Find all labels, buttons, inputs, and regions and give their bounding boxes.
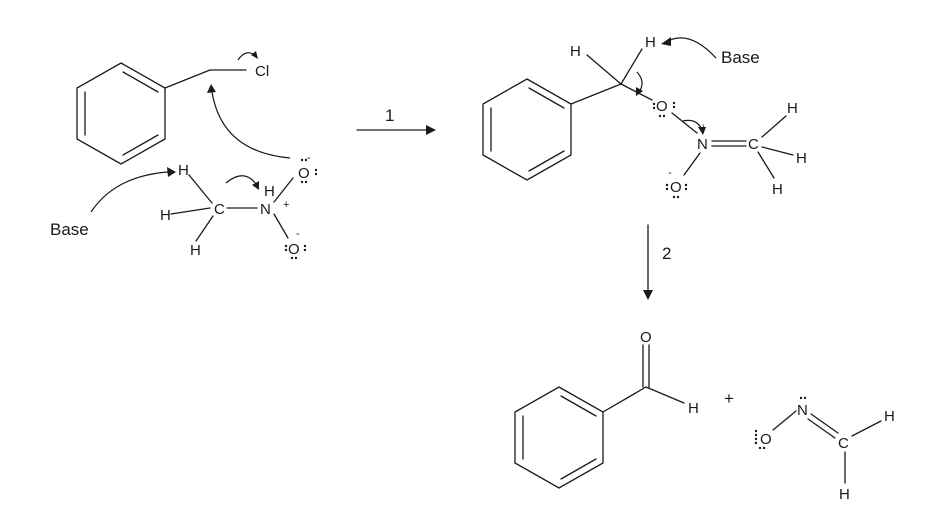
ring-double-bond xyxy=(528,150,565,172)
benzene-ring xyxy=(514,386,604,489)
atom-n: N xyxy=(797,402,808,419)
atom-o: O xyxy=(288,241,300,258)
lone-pairs xyxy=(754,396,807,450)
lone-pairs xyxy=(284,158,318,260)
curved-arrow xyxy=(667,37,717,59)
bond xyxy=(164,69,211,89)
atom-h: H xyxy=(688,400,699,417)
benzene-ring xyxy=(482,78,572,181)
ring-double-bond xyxy=(560,458,597,480)
charge-minus: - xyxy=(668,167,672,179)
atom-n: N xyxy=(697,136,708,153)
nitronate-intermediate: H H O N + C H H H O - xyxy=(482,34,807,199)
bond xyxy=(273,213,289,239)
curved-arrow xyxy=(211,91,291,159)
atom-h: H xyxy=(839,486,850,503)
atom-c: C xyxy=(214,201,225,218)
bond xyxy=(195,215,214,242)
nitromethane: H H H C N H + O - O - xyxy=(160,152,318,260)
charge-minus: - xyxy=(296,228,300,240)
plus-sign: + xyxy=(724,389,734,408)
mechanism-arrows-intermediate xyxy=(636,37,717,135)
benzyl-chloride: Cl xyxy=(76,62,269,165)
ring-double-bond xyxy=(528,87,565,109)
bond xyxy=(671,112,698,134)
bond xyxy=(645,386,685,404)
reaction-arrow-2 xyxy=(643,224,653,300)
atom-h: H xyxy=(264,183,275,200)
atom-o: O xyxy=(640,329,652,346)
step-1-label: 1 xyxy=(385,106,394,125)
bond xyxy=(761,115,787,138)
nitroso-methanide-anion: O N C H H xyxy=(754,396,895,503)
bond xyxy=(586,54,622,85)
bond xyxy=(188,174,213,204)
atom-h: H xyxy=(884,408,895,425)
double-bond xyxy=(810,413,839,434)
atom-c: C xyxy=(748,136,759,153)
atom-h: H xyxy=(160,207,171,224)
atom-n: N xyxy=(260,201,271,218)
base-label: Base xyxy=(721,48,760,67)
reaction-arrow-1 xyxy=(356,125,436,135)
base-label: Base xyxy=(50,220,89,239)
lone-pairs xyxy=(652,101,688,199)
bond xyxy=(570,83,622,105)
curved-arrow xyxy=(90,171,169,213)
bond xyxy=(851,420,882,437)
atom-h: H xyxy=(787,100,798,117)
step-2-label: 2 xyxy=(662,244,671,263)
benzaldehyde: O H xyxy=(514,329,699,489)
ring-double-bond xyxy=(122,134,159,156)
bond xyxy=(273,177,294,203)
curved-arrow xyxy=(225,175,257,185)
atom-h: H xyxy=(796,150,807,167)
atom-h: H xyxy=(772,181,783,198)
charge-plus: + xyxy=(283,199,289,211)
charge-minus: - xyxy=(307,152,311,164)
bond xyxy=(683,152,701,176)
bond xyxy=(757,151,775,179)
bond xyxy=(761,146,794,156)
bond xyxy=(170,207,211,215)
benzene-ring xyxy=(76,62,166,165)
atom-h: H xyxy=(570,43,581,60)
atom-o: O xyxy=(760,431,772,448)
ring-double-bond xyxy=(122,71,159,93)
atom-o: O xyxy=(670,179,682,196)
atom-h: H xyxy=(645,34,656,51)
atom-o: O xyxy=(298,165,310,182)
double-bond xyxy=(807,418,836,439)
bond xyxy=(602,386,647,413)
atom-cl: Cl xyxy=(255,63,269,80)
bond xyxy=(772,410,797,431)
atom-h: H xyxy=(190,242,201,259)
mechanism-arrows-left xyxy=(90,51,291,213)
atom-o: O xyxy=(656,98,668,115)
atom-c: C xyxy=(838,435,849,452)
bond xyxy=(620,48,643,85)
ring-double-bond xyxy=(560,395,597,417)
atom-h: H xyxy=(178,162,189,179)
